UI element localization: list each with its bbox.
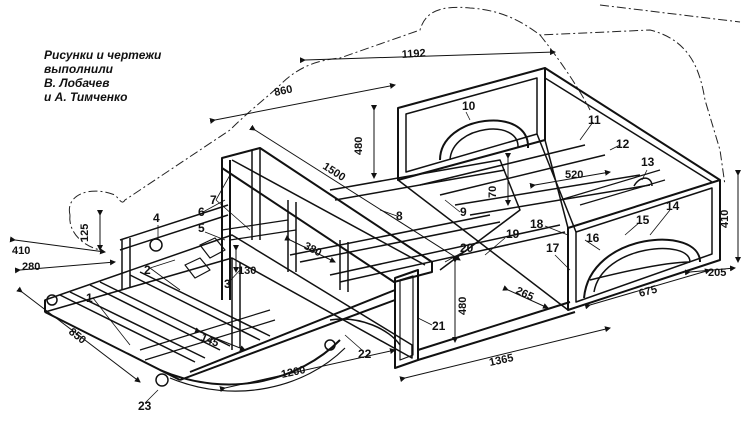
dim-480-top: 480 <box>353 137 365 155</box>
dim-850: 850 <box>66 326 88 347</box>
dim-130: 130 <box>238 265 256 277</box>
dim-1200: 1200 <box>280 364 306 381</box>
credits-block: Рисунки и чертежи выполнили В. Лобачев и… <box>44 48 214 104</box>
dim-410-right: 410 <box>719 210 731 228</box>
callout-14: 14 <box>666 199 680 213</box>
callout-12: 12 <box>616 137 630 151</box>
dim-145: 145 <box>199 332 221 350</box>
callout-9: 9 <box>460 205 467 219</box>
leader-lines <box>92 111 671 404</box>
dim-520: 520 <box>565 169 583 181</box>
callout-3: 3 <box>224 277 231 291</box>
callout-10: 10 <box>462 99 476 113</box>
callout-17: 17 <box>546 241 560 255</box>
callout-11: 11 <box>588 113 601 127</box>
dim-860: 860 <box>273 83 293 99</box>
callout-2: 2 <box>144 263 151 277</box>
callout-15: 15 <box>636 213 650 227</box>
dim-1192: 1192 <box>401 47 426 61</box>
dim-70: 70 <box>487 186 499 198</box>
callout-8: 8 <box>396 209 403 223</box>
callout-5: 5 <box>198 221 205 235</box>
dim-675: 675 <box>638 284 659 300</box>
callout-16: 16 <box>586 231 600 245</box>
callout-18: 18 <box>530 217 544 231</box>
credits-line-1: Рисунки и чертежи <box>44 48 162 62</box>
dim-1365: 1365 <box>488 352 514 369</box>
dim-205: 205 <box>708 267 726 279</box>
dimension-lines <box>9 49 741 393</box>
credits-line-2: выполнили <box>44 62 113 76</box>
frame-structure <box>44 67 721 392</box>
dim-410-left: 410 <box>12 245 30 257</box>
callout-22: 22 <box>358 347 372 361</box>
callout-20: 20 <box>460 241 474 255</box>
callout-7: 7 <box>210 193 217 207</box>
callout-4: 4 <box>153 211 160 225</box>
callout-19: 19 <box>506 227 520 241</box>
callout-6: 6 <box>198 205 205 219</box>
callout-13: 13 <box>641 155 655 169</box>
callout-numbers: 1 2 3 4 5 6 7 8 9 10 11 12 13 14 15 16 1… <box>86 99 680 413</box>
callout-21: 21 <box>432 319 446 333</box>
dim-380: 380 <box>302 240 324 259</box>
credits-line-3: В. Лобачев <box>44 76 110 90</box>
credits-line-4: и А. Тимченко <box>44 90 128 104</box>
callout-23: 23 <box>138 399 152 413</box>
dim-480-mid: 480 <box>457 297 469 315</box>
dim-280: 280 <box>22 261 40 273</box>
dim-125: 125 <box>79 224 91 242</box>
callout-1: 1 <box>86 291 93 305</box>
